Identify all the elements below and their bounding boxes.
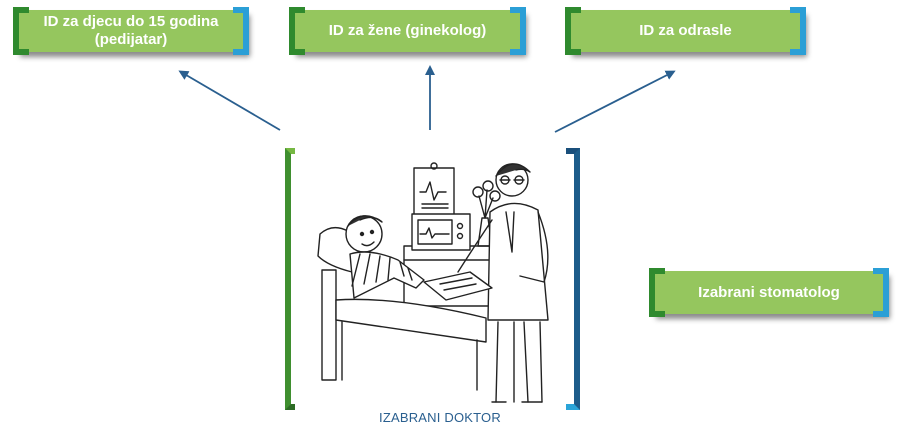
frame-right-bracket xyxy=(566,148,580,410)
box-gynecologist: ID za žene (ginekolog) xyxy=(289,7,526,55)
frame-left-bracket xyxy=(285,148,295,410)
box-adults: ID za odrasle xyxy=(565,7,806,55)
box-right-bracket xyxy=(233,7,249,55)
box-left-bracket xyxy=(649,268,665,317)
box-right-bracket xyxy=(873,268,889,317)
box-right-bracket xyxy=(510,7,526,55)
arrow-to-adults xyxy=(554,70,676,133)
box-pediatrician-label: ID za djecu do 15 godina (pedijatar) xyxy=(43,13,219,48)
box-dentist: Izabrani stomatolog xyxy=(649,268,889,317)
box-dentist-label: Izabrani stomatolog xyxy=(698,283,840,301)
box-right-bracket xyxy=(790,7,806,55)
diagram-caption: IZABRANI DOKTOR xyxy=(379,410,501,425)
arrow-to-pediatrician xyxy=(178,70,281,131)
box-left-bracket xyxy=(565,7,581,55)
box-left-bracket xyxy=(289,7,305,55)
box-left-bracket xyxy=(13,7,29,55)
box-adults-label: ID za odrasle xyxy=(639,22,732,39)
box-pediatrician: ID za djecu do 15 godina (pedijatar) xyxy=(13,7,249,55)
box-gynecologist-label: ID za žene (ginekolog) xyxy=(328,22,487,39)
doctor-patient-illustration xyxy=(317,162,549,403)
